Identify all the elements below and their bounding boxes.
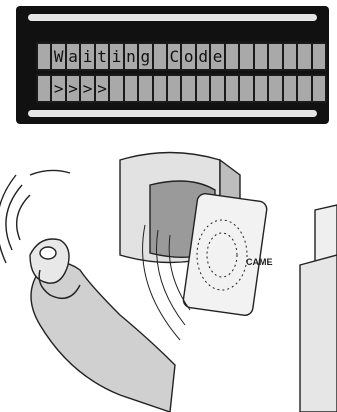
lcd-top-bar — [28, 14, 317, 21]
lcd-char-cell — [313, 44, 325, 69]
lcd-char-cell: > — [96, 76, 108, 101]
lcd-char-cell — [38, 76, 50, 101]
lcd-char-cell — [284, 44, 296, 69]
lcd-char-cell: > — [52, 76, 64, 101]
lcd-char-cell — [269, 76, 281, 101]
lcd-char-cell — [154, 76, 166, 101]
lcd-char-cell: i — [81, 44, 93, 69]
lcd-char-cell — [255, 44, 267, 69]
lcd-char-cell — [182, 76, 194, 101]
brand-logo: CAME — [246, 257, 273, 267]
lcd-char-cell — [139, 76, 151, 101]
lcd-char-cell — [240, 44, 252, 69]
lcd-char-cell — [154, 44, 166, 69]
lcd-char-cell — [197, 76, 209, 101]
lcd-char-cell: a — [67, 44, 79, 69]
lcd-char-cell — [110, 76, 122, 101]
lcd-char-cell — [168, 76, 180, 101]
lcd-bottom-bar — [28, 110, 317, 117]
lcd-char-cell — [211, 76, 223, 101]
lcd-char-cell: > — [67, 76, 79, 101]
lcd-line-2: >>>> — [36, 74, 327, 103]
lcd-char-cell: g — [139, 44, 151, 69]
keypad-reader-icon: CAME — [120, 153, 273, 341]
lcd-char-cell: i — [110, 44, 122, 69]
lcd-char-cell — [298, 44, 310, 69]
lcd-char-cell: > — [81, 76, 93, 101]
lcd-char-cell — [255, 76, 267, 101]
remote-keypad-illustration: CAME — [0, 135, 337, 412]
lcd-char-cell — [313, 76, 325, 101]
lcd-char-cell — [38, 44, 50, 69]
lcd-char-cell — [298, 76, 310, 101]
lcd-char-cell — [125, 76, 137, 101]
lcd-char-cell: n — [125, 44, 137, 69]
lcd-char-cell — [269, 44, 281, 69]
lcd-char-cell: C — [168, 44, 180, 69]
lcd-char-cell — [240, 76, 252, 101]
receiver-unit-icon — [300, 205, 337, 412]
lcd-char-cell: d — [197, 44, 209, 69]
lcd-char-cell: t — [96, 44, 108, 69]
lcd-char-cell: W — [52, 44, 64, 69]
hand-with-remote-icon — [30, 239, 175, 412]
lcd-char-cell — [284, 76, 296, 101]
lcd-char-cell — [226, 76, 238, 101]
lcd-char-cell: e — [211, 44, 223, 69]
lcd-char-cell — [226, 44, 238, 69]
lcd-char-cell: o — [182, 44, 194, 69]
